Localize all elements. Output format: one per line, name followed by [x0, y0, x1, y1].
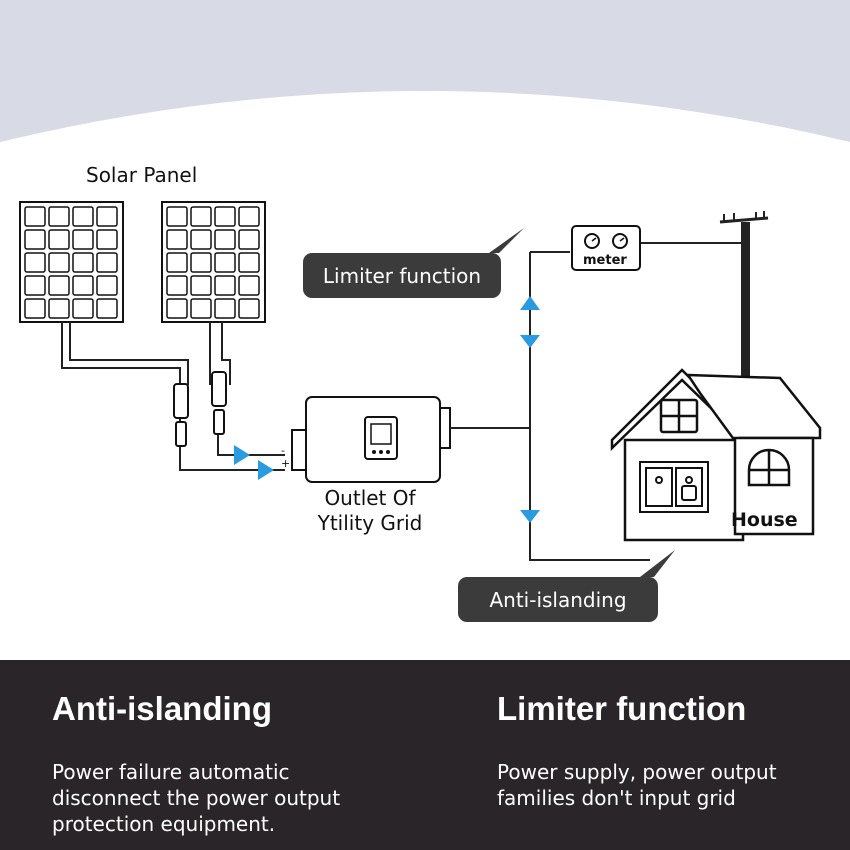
- outlet-label: Outlet Of Ytility Grid: [290, 486, 450, 536]
- solar-cell: [24, 275, 46, 296]
- solar-cell: [72, 206, 94, 227]
- solar-cell: [214, 252, 236, 273]
- feature-title: Limiter function: [497, 690, 747, 727]
- solar-cell: [214, 206, 236, 227]
- house-label: House: [731, 509, 798, 531]
- solar-cell: [96, 229, 118, 250]
- outlet-label-line2: Ytility Grid: [317, 511, 423, 535]
- solar-panel-right-icon: [161, 201, 266, 323]
- solar-cell: [166, 252, 188, 273]
- limiter-arrow-up-icon: [520, 296, 540, 310]
- solar-cell: [238, 229, 260, 250]
- solar-cell: [190, 229, 212, 250]
- solar-cell: [24, 252, 46, 273]
- solar-cell: [48, 229, 70, 250]
- solar-cell: [214, 275, 236, 296]
- feature-panel: Anti-islanding Power failure automatic d…: [0, 660, 850, 850]
- utility-pole-icon: [719, 211, 769, 382]
- outlet-label-line1: Outlet Of: [324, 486, 416, 510]
- flow-arrow-icon: [258, 460, 274, 480]
- solar-cell: [166, 298, 188, 319]
- solar-cell: [24, 206, 46, 227]
- feature-description: Power supply, power output families don'…: [497, 760, 777, 810]
- solar-cell: [190, 252, 212, 273]
- inverter-terminal-plus: +: [281, 457, 290, 470]
- inverter-terminal-minus: -: [281, 444, 285, 457]
- solar-cell: [190, 298, 212, 319]
- callout-limiter-function: Limiter function: [303, 253, 501, 298]
- solar-cell: [238, 252, 260, 273]
- feature-title: Anti-islanding: [52, 690, 272, 727]
- solar-cell: [166, 275, 188, 296]
- solar-cell: [72, 252, 94, 273]
- solar-cell: [48, 206, 70, 227]
- solar-cell: [72, 275, 94, 296]
- solar-cell: [238, 275, 260, 296]
- solar-cell: [96, 252, 118, 273]
- diagram-canvas: - +: [0, 0, 850, 577]
- wall-outlet-icon: [639, 461, 709, 513]
- solar-cell: [166, 229, 188, 250]
- solar-cell: [214, 298, 236, 319]
- meter-icon: [571, 225, 641, 271]
- solar-cell: [190, 206, 212, 227]
- mc4-connectors-icon: [173, 371, 227, 447]
- solar-cell: [24, 298, 46, 319]
- solar-cell: [48, 252, 70, 273]
- solar-cell: [238, 206, 260, 227]
- solar-panel-left-icon: [19, 201, 124, 323]
- solar-cell: [48, 298, 70, 319]
- flow-arrow-icon: [234, 445, 250, 465]
- solar-cell: [238, 298, 260, 319]
- solar-cell: [190, 275, 212, 296]
- solar-cell: [166, 206, 188, 227]
- solar-cell: [48, 275, 70, 296]
- solar-cell: [96, 275, 118, 296]
- meter-label: meter: [583, 253, 627, 268]
- solar-cell: [96, 206, 118, 227]
- inverter-icon: [291, 396, 451, 483]
- solar-cell: [214, 229, 236, 250]
- solar-cell: [72, 229, 94, 250]
- anti-islanding-arrow-icon: [520, 510, 540, 523]
- callout-pointer-limiter: [489, 228, 524, 253]
- callout-pointer-anti: [640, 550, 675, 577]
- solar-cell: [72, 298, 94, 319]
- feature-description: Power failure automatic disconnect the p…: [52, 760, 341, 836]
- solar-cell: [24, 229, 46, 250]
- solar-cell: [96, 298, 118, 319]
- solar-panel-label: Solar Panel: [86, 163, 198, 187]
- limiter-arrow-down-icon: [520, 335, 540, 348]
- callout-anti-islanding: Anti-islanding: [458, 577, 658, 622]
- system-diagram: - +: [0, 0, 850, 577]
- header-band: [0, 0, 850, 142]
